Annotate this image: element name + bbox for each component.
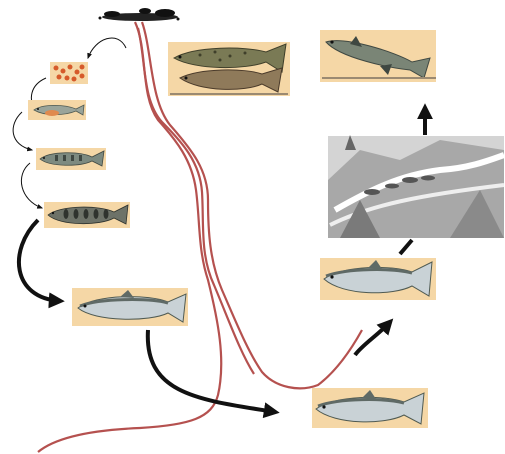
spawning-gravel-icon [99,8,180,21]
arrow-return-to-waterfall [400,240,412,254]
leaping-salmon-panel [320,30,436,82]
arrow-ocean-to-return [355,322,390,355]
arrow-gravel-to-eggs [88,38,126,58]
spawning-pair-panel [168,42,290,96]
arrow-smolt-to-ocean [148,330,275,412]
fry-panel [36,148,106,170]
waterfall-panel [328,135,504,238]
smolt-panel [72,288,188,326]
eggs-panel [50,62,88,84]
arrow-parr-to-smolt [19,220,60,301]
ocean-adult-panel [312,388,428,428]
alevin-panel [28,100,86,120]
returning-adult-panel [320,258,436,300]
parr-panel [44,202,130,228]
